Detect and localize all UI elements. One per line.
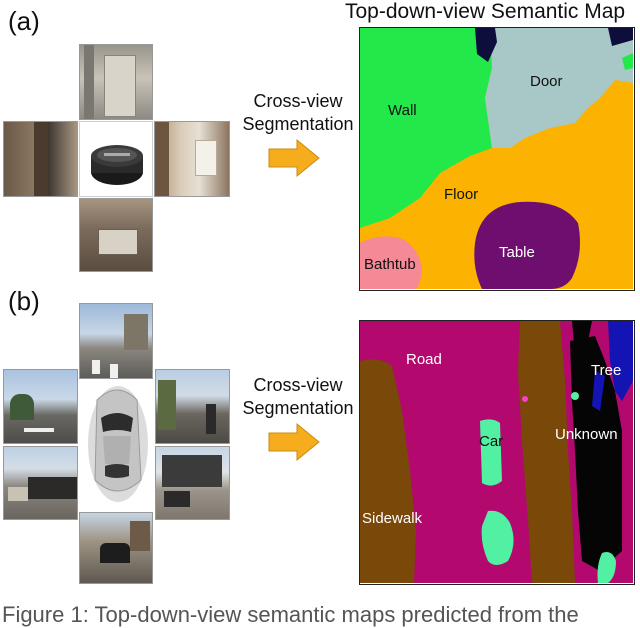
map-label-road: Road xyxy=(406,351,442,368)
surround-rear-image xyxy=(79,512,153,584)
surround-front-left-image xyxy=(3,369,78,444)
cubemap-right-image xyxy=(154,121,230,197)
surround-front-image xyxy=(79,303,153,379)
map-label-sidewalk: Sidewalk xyxy=(362,510,423,527)
map-label-car: Car xyxy=(479,433,503,450)
map-label-floor: Floor xyxy=(444,186,478,203)
map-label-unknown: Unknown xyxy=(555,426,618,443)
cubemap-center-robot xyxy=(79,121,153,197)
cubemap-bottom-image xyxy=(79,198,153,272)
panel-b-semantic-map: Road Tree Car Unknown Sidewalk xyxy=(359,320,635,585)
panel-a-arrow-icon xyxy=(268,138,320,178)
map-label-wall: Wall xyxy=(388,102,417,119)
surround-rear-left-image xyxy=(3,446,78,520)
panel-b-label: (b) xyxy=(8,286,40,316)
panel-a-crossview-label: Cross-view Segmentation xyxy=(238,90,358,136)
panel-b-crossview-label: Cross-view Segmentation xyxy=(238,374,358,420)
map-label-table: Table xyxy=(499,244,535,261)
surround-rear-right-image xyxy=(155,446,230,520)
figure-caption: Figure 1: Top-down-view semantic maps pr… xyxy=(2,602,579,627)
panel-b-crossview-line1: Cross-view xyxy=(253,375,343,395)
panel-a-label: (a) xyxy=(8,6,40,36)
panel-b-crossview-line2: Segmentation xyxy=(242,398,354,418)
map-title: Top-down-view Semantic Map xyxy=(345,0,626,23)
map-label-bathtub: Bathtub xyxy=(364,256,416,273)
map-label-tree: Tree xyxy=(591,362,621,379)
surround-front-right-image xyxy=(155,369,230,444)
panel-a-crossview-line1: Cross-view xyxy=(253,91,343,111)
cubemap-left-image xyxy=(3,121,78,197)
panel-a-crossview-line2: Segmentation xyxy=(242,114,354,134)
cubemap-top-image xyxy=(79,44,153,120)
map-label-door: Door xyxy=(530,73,563,90)
car-image xyxy=(85,380,149,504)
panel-b-arrow-icon xyxy=(268,422,320,462)
panel-a-semantic-map: Wall Door Floor Table Bathtub xyxy=(359,27,635,291)
